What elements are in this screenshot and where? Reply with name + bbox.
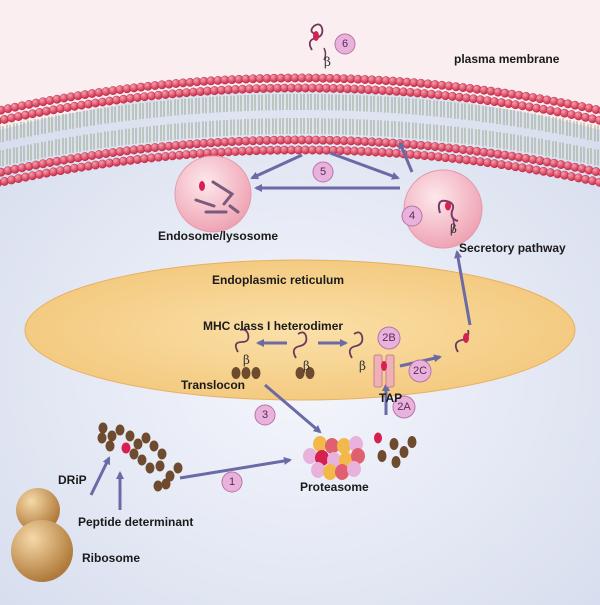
drip-chain xyxy=(97,422,183,492)
arrow-secretory-to-membrane xyxy=(398,141,414,173)
drip-bead xyxy=(129,448,139,460)
label-endosome: Endosome/lysosome xyxy=(158,229,278,243)
label-mhc: MHC class I heterodimer xyxy=(203,319,343,333)
step-1: 1 xyxy=(221,471,243,493)
surface-mhc xyxy=(308,23,327,61)
beta-secretory: β xyxy=(450,222,457,236)
drip-bead xyxy=(141,432,151,444)
drip-bead xyxy=(133,438,143,450)
svg-text:2C: 2C xyxy=(413,365,427,377)
arrow-translocon-to-proteasome xyxy=(264,383,322,434)
step-5: 5 xyxy=(312,161,334,183)
mhc-empty-center xyxy=(292,331,308,359)
er-membrane-mhc xyxy=(295,367,315,379)
svg-text:2B: 2B xyxy=(382,332,395,344)
peptide-pool xyxy=(374,432,417,468)
label-secretory: Secretory pathway xyxy=(459,241,566,255)
drip-bead xyxy=(145,462,155,474)
drip-bead xyxy=(157,448,167,460)
plasma-membrane-bilayer xyxy=(0,73,600,187)
svg-text:1: 1 xyxy=(229,476,235,488)
step-markers: 6 5 4 2B 2C 2A 3 1 xyxy=(221,33,432,493)
svg-text:3: 3 xyxy=(262,409,268,421)
step-3: 3 xyxy=(254,404,276,426)
mhc-loaded xyxy=(454,329,470,353)
endosome-peptide xyxy=(199,181,205,191)
label-tap: TAP xyxy=(379,391,402,405)
arrow-ribosome-to-drip xyxy=(89,456,111,496)
arrow-er-to-secretory xyxy=(454,250,472,326)
drip-bead xyxy=(125,430,135,442)
svg-text:2A: 2A xyxy=(397,401,411,413)
label-ribosome: Ribosome xyxy=(82,551,140,565)
drip-bead xyxy=(137,454,147,466)
drip-bead xyxy=(97,432,107,444)
drip-bead xyxy=(98,422,108,434)
beta-center: β xyxy=(303,359,310,373)
mhc-empty-left xyxy=(234,328,250,353)
proteasome xyxy=(303,436,365,480)
endosome-lysosome xyxy=(174,155,252,233)
step-2c: 2C xyxy=(408,359,432,383)
svg-text:4: 4 xyxy=(409,210,415,222)
step-6: 6 xyxy=(334,33,356,55)
beta-surface: β xyxy=(324,55,331,69)
drip-bead xyxy=(155,460,165,472)
tap-transporter xyxy=(373,354,395,388)
drip-bead xyxy=(165,470,175,482)
arrow-membrane-to-endosome xyxy=(250,153,303,180)
label-translocon: Translocon xyxy=(181,378,245,392)
svg-text:5: 5 xyxy=(320,166,326,178)
step-4: 4 xyxy=(401,205,423,227)
label-plasma-membrane: plasma membrane xyxy=(454,52,560,66)
label-peptide-determinant: Peptide determinant xyxy=(78,515,193,529)
svg-text:6: 6 xyxy=(342,38,348,50)
step-2b: 2B xyxy=(377,326,401,350)
secretory-mhc xyxy=(437,199,459,233)
translocon xyxy=(231,367,261,379)
mhc-empty-right xyxy=(348,331,364,359)
beta-left: β xyxy=(243,353,250,367)
arrow-membrane-to-secretory xyxy=(329,151,400,180)
drip-peptide-bead xyxy=(121,442,131,454)
label-er: Endoplasmic reticulum xyxy=(212,273,344,287)
label-drip: DRiP xyxy=(58,473,87,487)
arrow-drip-to-proteasome xyxy=(179,457,292,480)
drip-bead xyxy=(161,478,171,490)
drip-bead xyxy=(153,480,163,492)
ribosome xyxy=(11,488,73,582)
endoplasmic-reticulum xyxy=(24,259,576,401)
mhc-loaded-peptide xyxy=(463,333,469,343)
drip-bead xyxy=(105,440,115,452)
ribosome-large-subunit xyxy=(11,520,73,582)
drip-bead xyxy=(107,430,117,442)
beta-right: β xyxy=(359,359,366,373)
drip-bead xyxy=(115,424,125,436)
mhc-molecules xyxy=(234,328,470,359)
pathway-arrows xyxy=(89,141,472,510)
secretory-vesicle xyxy=(403,169,483,249)
drip-bead xyxy=(173,462,183,474)
step-2a: 2A xyxy=(392,395,416,419)
label-proteasome: Proteasome xyxy=(300,480,369,494)
drip-bead xyxy=(149,440,159,452)
endosome-fragments xyxy=(194,180,240,214)
beta-labels: β β β β β xyxy=(243,55,457,373)
